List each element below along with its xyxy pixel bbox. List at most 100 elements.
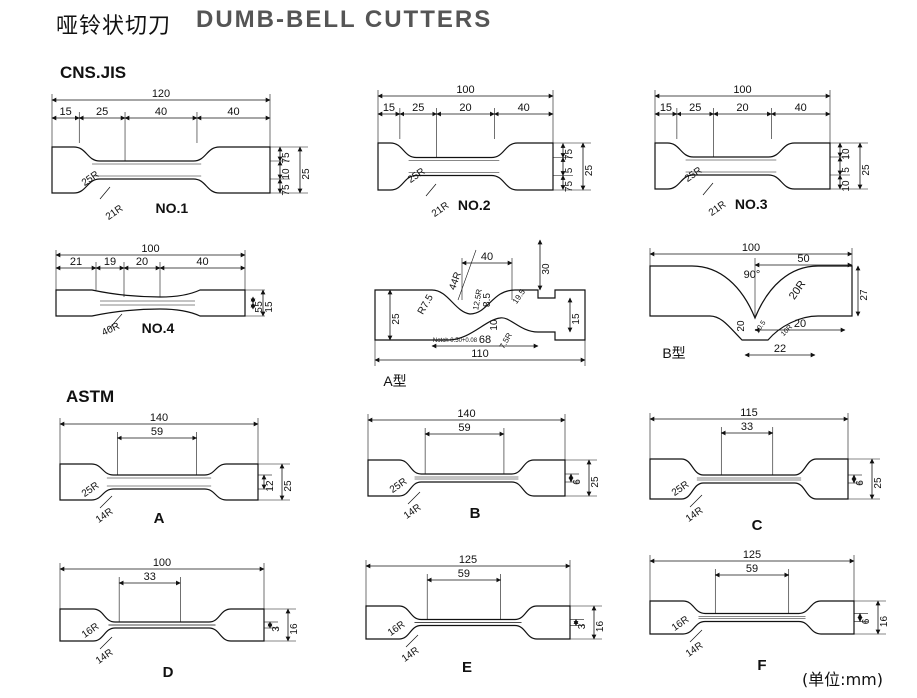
- cutter-label: F: [757, 657, 766, 674]
- cutter-outline: [377, 142, 554, 191]
- radius-label: 7.5R: [498, 331, 514, 350]
- dim-width: 5: [254, 307, 265, 313]
- unit-note: (单位:mm): [801, 670, 883, 689]
- title-chinese: 哑铃状切刀: [56, 14, 172, 39]
- cutter-label: A: [154, 510, 165, 527]
- angle-label: 90°: [744, 269, 761, 281]
- dim-overall: 140: [150, 412, 168, 424]
- radius-label: 25R: [80, 169, 101, 189]
- cutter-label: D: [163, 664, 174, 681]
- cutter-label: A型: [383, 373, 406, 389]
- radius-label: 16R: [80, 621, 101, 641]
- section-cns-jis: CNS.JIS: [60, 63, 127, 82]
- dim-segment: 15: [60, 106, 72, 118]
- dim-segment: 40: [518, 102, 530, 114]
- radius-label: 40R: [100, 321, 121, 339]
- dim-overall: 100: [153, 557, 171, 569]
- radius-label: 14R: [684, 640, 705, 660]
- dim-segment: 40: [196, 256, 208, 268]
- dim-overall: 110: [471, 348, 489, 360]
- dim-width: 25: [861, 164, 872, 176]
- cutter-label: B: [470, 505, 481, 522]
- cutter-label: C: [752, 517, 763, 534]
- title-english: DUMB-BELL CUTTERS: [196, 6, 493, 33]
- dim-width: 25: [301, 168, 312, 180]
- dim-segment: 25: [689, 102, 701, 114]
- dim-width: 6: [861, 618, 872, 624]
- radius-label: 16R: [670, 614, 691, 634]
- dim-width: 10: [281, 168, 292, 180]
- radius-label: 12.5R: [471, 288, 484, 311]
- dim-width: 25: [283, 480, 294, 492]
- radius-label: 14R: [94, 647, 115, 667]
- cutter-outline: [55, 289, 246, 317]
- dim-top: 40: [481, 251, 493, 263]
- cutter-outline: [654, 142, 831, 190]
- dim-gauge: 33: [144, 571, 156, 583]
- radius-label: 21R: [104, 203, 125, 223]
- dim-width: 25: [590, 476, 601, 488]
- cutter-outline: [374, 289, 586, 341]
- radius-label: 16R: [386, 619, 407, 639]
- dim-segment: 20: [736, 102, 748, 114]
- dim-label: 10: [489, 319, 500, 331]
- dim-width: 15: [571, 313, 582, 325]
- dim-label: 20: [736, 320, 747, 332]
- dim-label: 8.5: [482, 293, 493, 307]
- dim-segment: 21: [70, 256, 82, 268]
- dim-overall: 125: [459, 554, 477, 566]
- cutter-label: E: [462, 659, 472, 676]
- dim-width: 16: [879, 616, 890, 628]
- dim-overall: 115: [740, 407, 758, 419]
- cutter-label: NO.4: [142, 320, 175, 336]
- dim-overall: 100: [456, 84, 474, 96]
- radius-label: 10R: [780, 324, 794, 338]
- dim-width: 75: [564, 181, 575, 193]
- dim-width: 3: [271, 626, 282, 632]
- radius-label: 14R: [94, 506, 115, 526]
- cutter-label: NO.1: [156, 200, 189, 216]
- dim-width: 25: [873, 477, 884, 489]
- dim-width: 25: [391, 313, 402, 325]
- dim-segment: 40: [795, 102, 807, 114]
- dim-overall: 120: [152, 88, 170, 100]
- dim-segment: 40: [155, 106, 167, 118]
- radius-label: 20R: [787, 279, 808, 302]
- dim-gauge: 59: [746, 563, 758, 575]
- dim-width: 6: [572, 479, 583, 485]
- dim-width: 5: [254, 301, 265, 307]
- dim-width: 16: [595, 621, 606, 633]
- dim-segment: 20: [136, 256, 148, 268]
- dim-bottom: 22: [774, 343, 786, 355]
- radius-label: 14R: [400, 645, 421, 665]
- dim-width: 10: [841, 180, 852, 192]
- radius-label: 25R: [406, 166, 427, 186]
- dim-width: 27: [859, 289, 870, 301]
- radius-label: 14R: [402, 502, 423, 522]
- dim-width: 15: [264, 301, 275, 313]
- dim-width: 75: [281, 184, 292, 196]
- dim-width: 75: [281, 152, 292, 164]
- dim-width: 10: [841, 148, 852, 160]
- radius-label: R7.5: [416, 292, 436, 316]
- dim-width: 75: [564, 149, 575, 161]
- dim-overall: 100: [742, 242, 760, 254]
- cutter-label: NO.3: [735, 196, 768, 212]
- dim-overall: 125: [743, 549, 761, 561]
- radius-label: 21R: [430, 200, 451, 220]
- dim-width: 16: [289, 623, 300, 635]
- dim-width: 5: [564, 167, 575, 173]
- dim-top: 50: [797, 253, 809, 265]
- dim-segment: 25: [412, 102, 424, 114]
- dim-gauge: 59: [458, 422, 470, 434]
- cutter-astm-f: 125 59 6 16 16R 14R: [649, 549, 890, 660]
